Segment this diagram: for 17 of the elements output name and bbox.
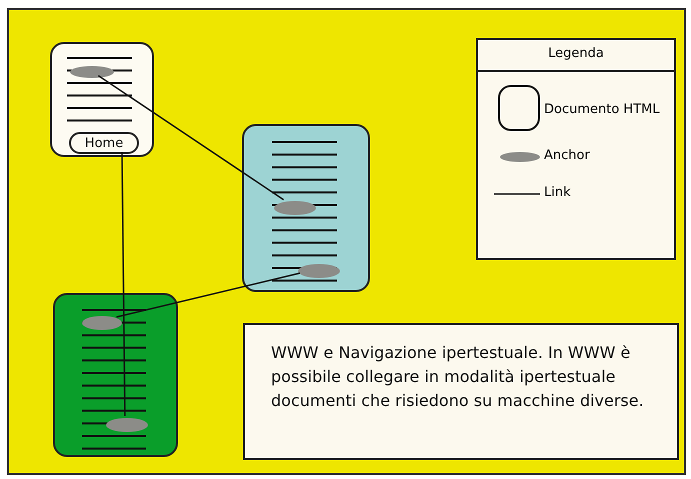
anchor-ellipse: [274, 201, 316, 215]
anchor-ellipse: [70, 66, 114, 78]
home-button: Home: [69, 132, 139, 154]
link-line: [121, 152, 126, 416]
document-card: [53, 293, 178, 457]
caption-text: WWW e Navigazione ipertestuale. In WWW è possibile collegare in modalità ipertestuale documenti che risiedono su macchine diverse.: [243, 323, 679, 460]
legend-label: Anchor: [544, 148, 590, 163]
legend-label: Link: [544, 185, 571, 200]
anchor-ellipse: [298, 264, 340, 278]
document-card: [50, 42, 154, 157]
anchor-ellipse: [106, 418, 148, 432]
link-line: [98, 74, 284, 200]
anchor-ellipse: [82, 316, 122, 330]
document-card: [242, 124, 370, 292]
legend-title: Legenda: [547, 46, 605, 61]
link-line: [116, 272, 300, 318]
legend-label: Documento HTML: [544, 102, 660, 117]
